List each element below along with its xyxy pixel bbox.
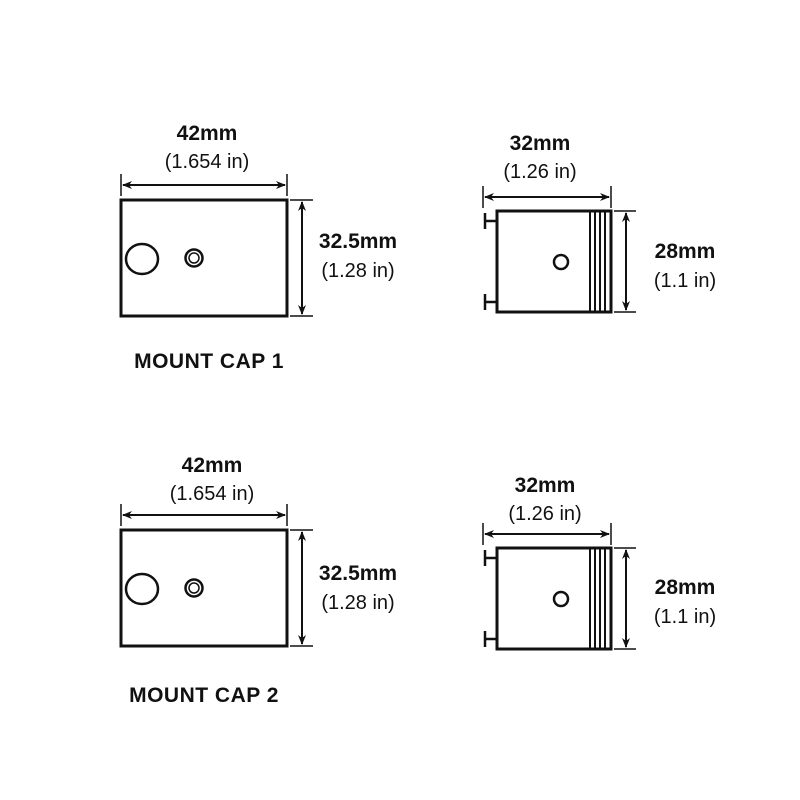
knob-icon [483,213,497,310]
side-width-in: (1.26 in) [503,161,576,183]
side-height-mm: 28mm [655,240,716,263]
hole-icon [552,253,570,271]
front-body [119,198,289,318]
front-body [119,528,289,648]
width-dimension [482,523,612,545]
mount-cap-1: 42mm (1.654 in) 32.5mm (1.28 in) MOUNT C… [119,122,716,373]
side-width-in: (1.26 in) [508,503,581,525]
cap-title: MOUNT CAP 2 [129,684,279,707]
side-body [495,546,613,651]
side-width-mm: 32mm [515,474,576,497]
side-height-mm: 28mm [655,576,716,599]
front-view: 42mm (1.654 in) 32.5mm (1.28 in) [119,454,397,648]
hole-icon [124,242,160,276]
front-width-in: (1.654 in) [165,151,250,173]
front-height-in: (1.28 in) [321,592,394,614]
cap-title: MOUNT CAP 1 [134,350,284,373]
front-height-in: (1.28 in) [321,260,394,282]
side-view: 32mm (1.26 in) 28mm (1.1 in) [482,132,716,314]
front-width-mm: 42mm [182,454,243,477]
front-width-mm: 42mm [177,122,238,145]
nut-icon [184,248,204,268]
side-width-mm: 32mm [510,132,571,155]
mount-cap-2: 42mm (1.654 in) 32.5mm (1.28 in) MOUNT C… [119,454,716,707]
front-height-mm: 32.5mm [319,230,397,253]
knob-icon [483,550,497,647]
side-body [495,209,613,314]
front-view: 42mm (1.654 in) 32.5mm (1.28 in) [119,122,397,318]
hole-icon [552,590,570,608]
height-dimension [614,547,636,650]
hole-icon [124,572,160,606]
height-dimension [290,199,313,317]
height-dimension [614,210,636,313]
side-height-in: (1.1 in) [654,606,716,628]
front-width-in: (1.654 in) [170,483,255,505]
width-dimension [120,174,288,196]
height-dimension [290,529,313,647]
width-dimension [120,504,288,526]
thread-ribs [589,548,606,649]
front-height-mm: 32.5mm [319,562,397,585]
nut-icon [184,578,204,598]
width-dimension [482,186,612,208]
side-view: 32mm (1.26 in) 28mm (1.1 in) [482,474,716,651]
thread-ribs [589,211,606,312]
side-height-in: (1.1 in) [654,270,716,292]
